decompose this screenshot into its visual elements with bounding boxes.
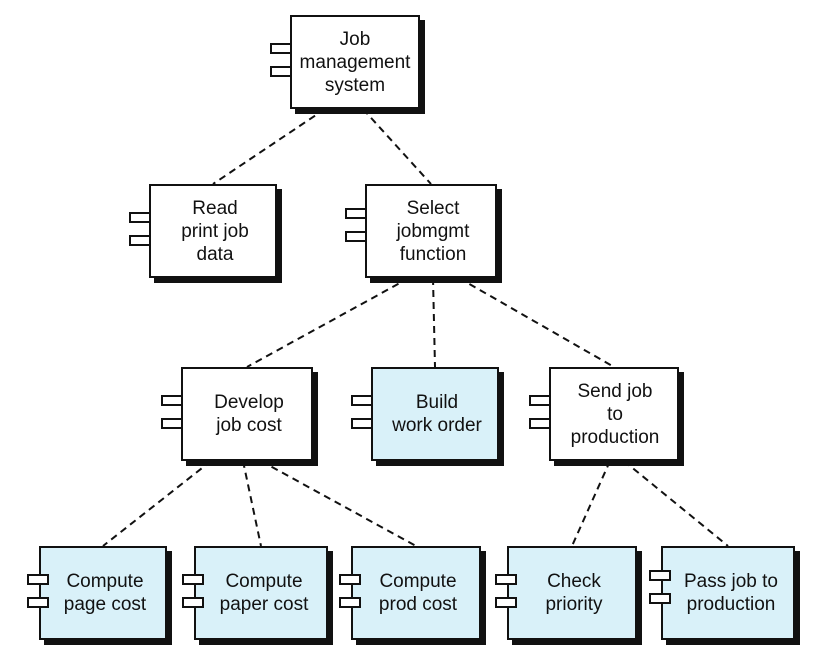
node-compute-prod-cost: Compute prod cost [339,546,481,640]
component-tab-icon [161,418,183,429]
node-send-job-to-production: Send job to production [529,367,679,461]
component-tab-icon [529,418,551,429]
node-develop-job-cost: Develop job cost [161,367,313,461]
component-tab-icon [129,235,151,246]
component-tab-icon [529,395,551,406]
edge-send-job-to-production-to-pass-job-to-production [623,460,729,547]
component-tab-icon [27,574,49,585]
component-tab-icon [351,418,373,429]
component-tab-icon [649,570,671,581]
edge-develop-job-cost-to-compute-prod-cost [260,460,417,547]
component-tab-icon [339,597,361,608]
node-compute-paper-cost: Compute paper cost [182,546,328,640]
component-tab-icon [27,597,49,608]
node-label: Check priority [545,571,603,615]
component-tab-icon [495,574,517,585]
component-tab-icon [351,395,373,406]
component-tab-icon [339,574,361,585]
edge-develop-job-cost-to-compute-page-cost [102,460,212,547]
edge-select-jobmgmt-function-to-send-job-to-production [458,277,615,368]
node-label: Compute prod cost [378,571,458,615]
component-tab-icon [495,597,517,608]
node-compute-page-cost: Compute page cost [27,546,167,640]
node-check-priority: Check priority [495,546,637,640]
edge-select-jobmgmt-function-to-build-work-order [432,277,436,368]
node-label: Compute paper cost [219,571,309,615]
node-pass-job-to-production: Pass job to production [649,546,795,640]
node-build-work-order: Build work order [351,367,499,461]
edge-select-jobmgmt-function-to-develop-job-cost [246,277,410,368]
node-label: Select jobmgmt function [396,197,470,265]
node-read-print-job-data: Read print job data [129,184,277,278]
node-label: Send job to production [570,380,660,448]
component-tab-icon [182,597,204,608]
component-tab-icon [161,395,183,406]
component-tab-icon [649,593,671,604]
component-tab-icon [182,574,204,585]
node-label: Job management system [299,28,411,96]
edge-send-job-to-production-to-check-priority [571,460,611,547]
node-label: Pass job to production [684,571,778,615]
component-tab-icon [270,43,292,54]
node-select-jobmgmt-function: Select jobmgmt function [345,184,497,278]
component-tab-icon [345,208,367,219]
edge-develop-job-cost-to-compute-paper-cost [242,460,262,547]
component-tab-icon [270,66,292,77]
node-label: Read print job data [181,197,249,265]
edge-job-management-system-to-read-print-job-data [212,108,326,185]
component-tab-icon [345,231,367,242]
node-label: Compute page cost [63,571,147,615]
node-label: Build work order [392,392,482,436]
edge-job-management-system-to-select-jobmgmt-function [362,108,432,185]
node-label: Develop job cost [214,392,284,436]
node-job-management-system: Job management system [270,15,420,109]
component-tab-icon [129,212,151,223]
